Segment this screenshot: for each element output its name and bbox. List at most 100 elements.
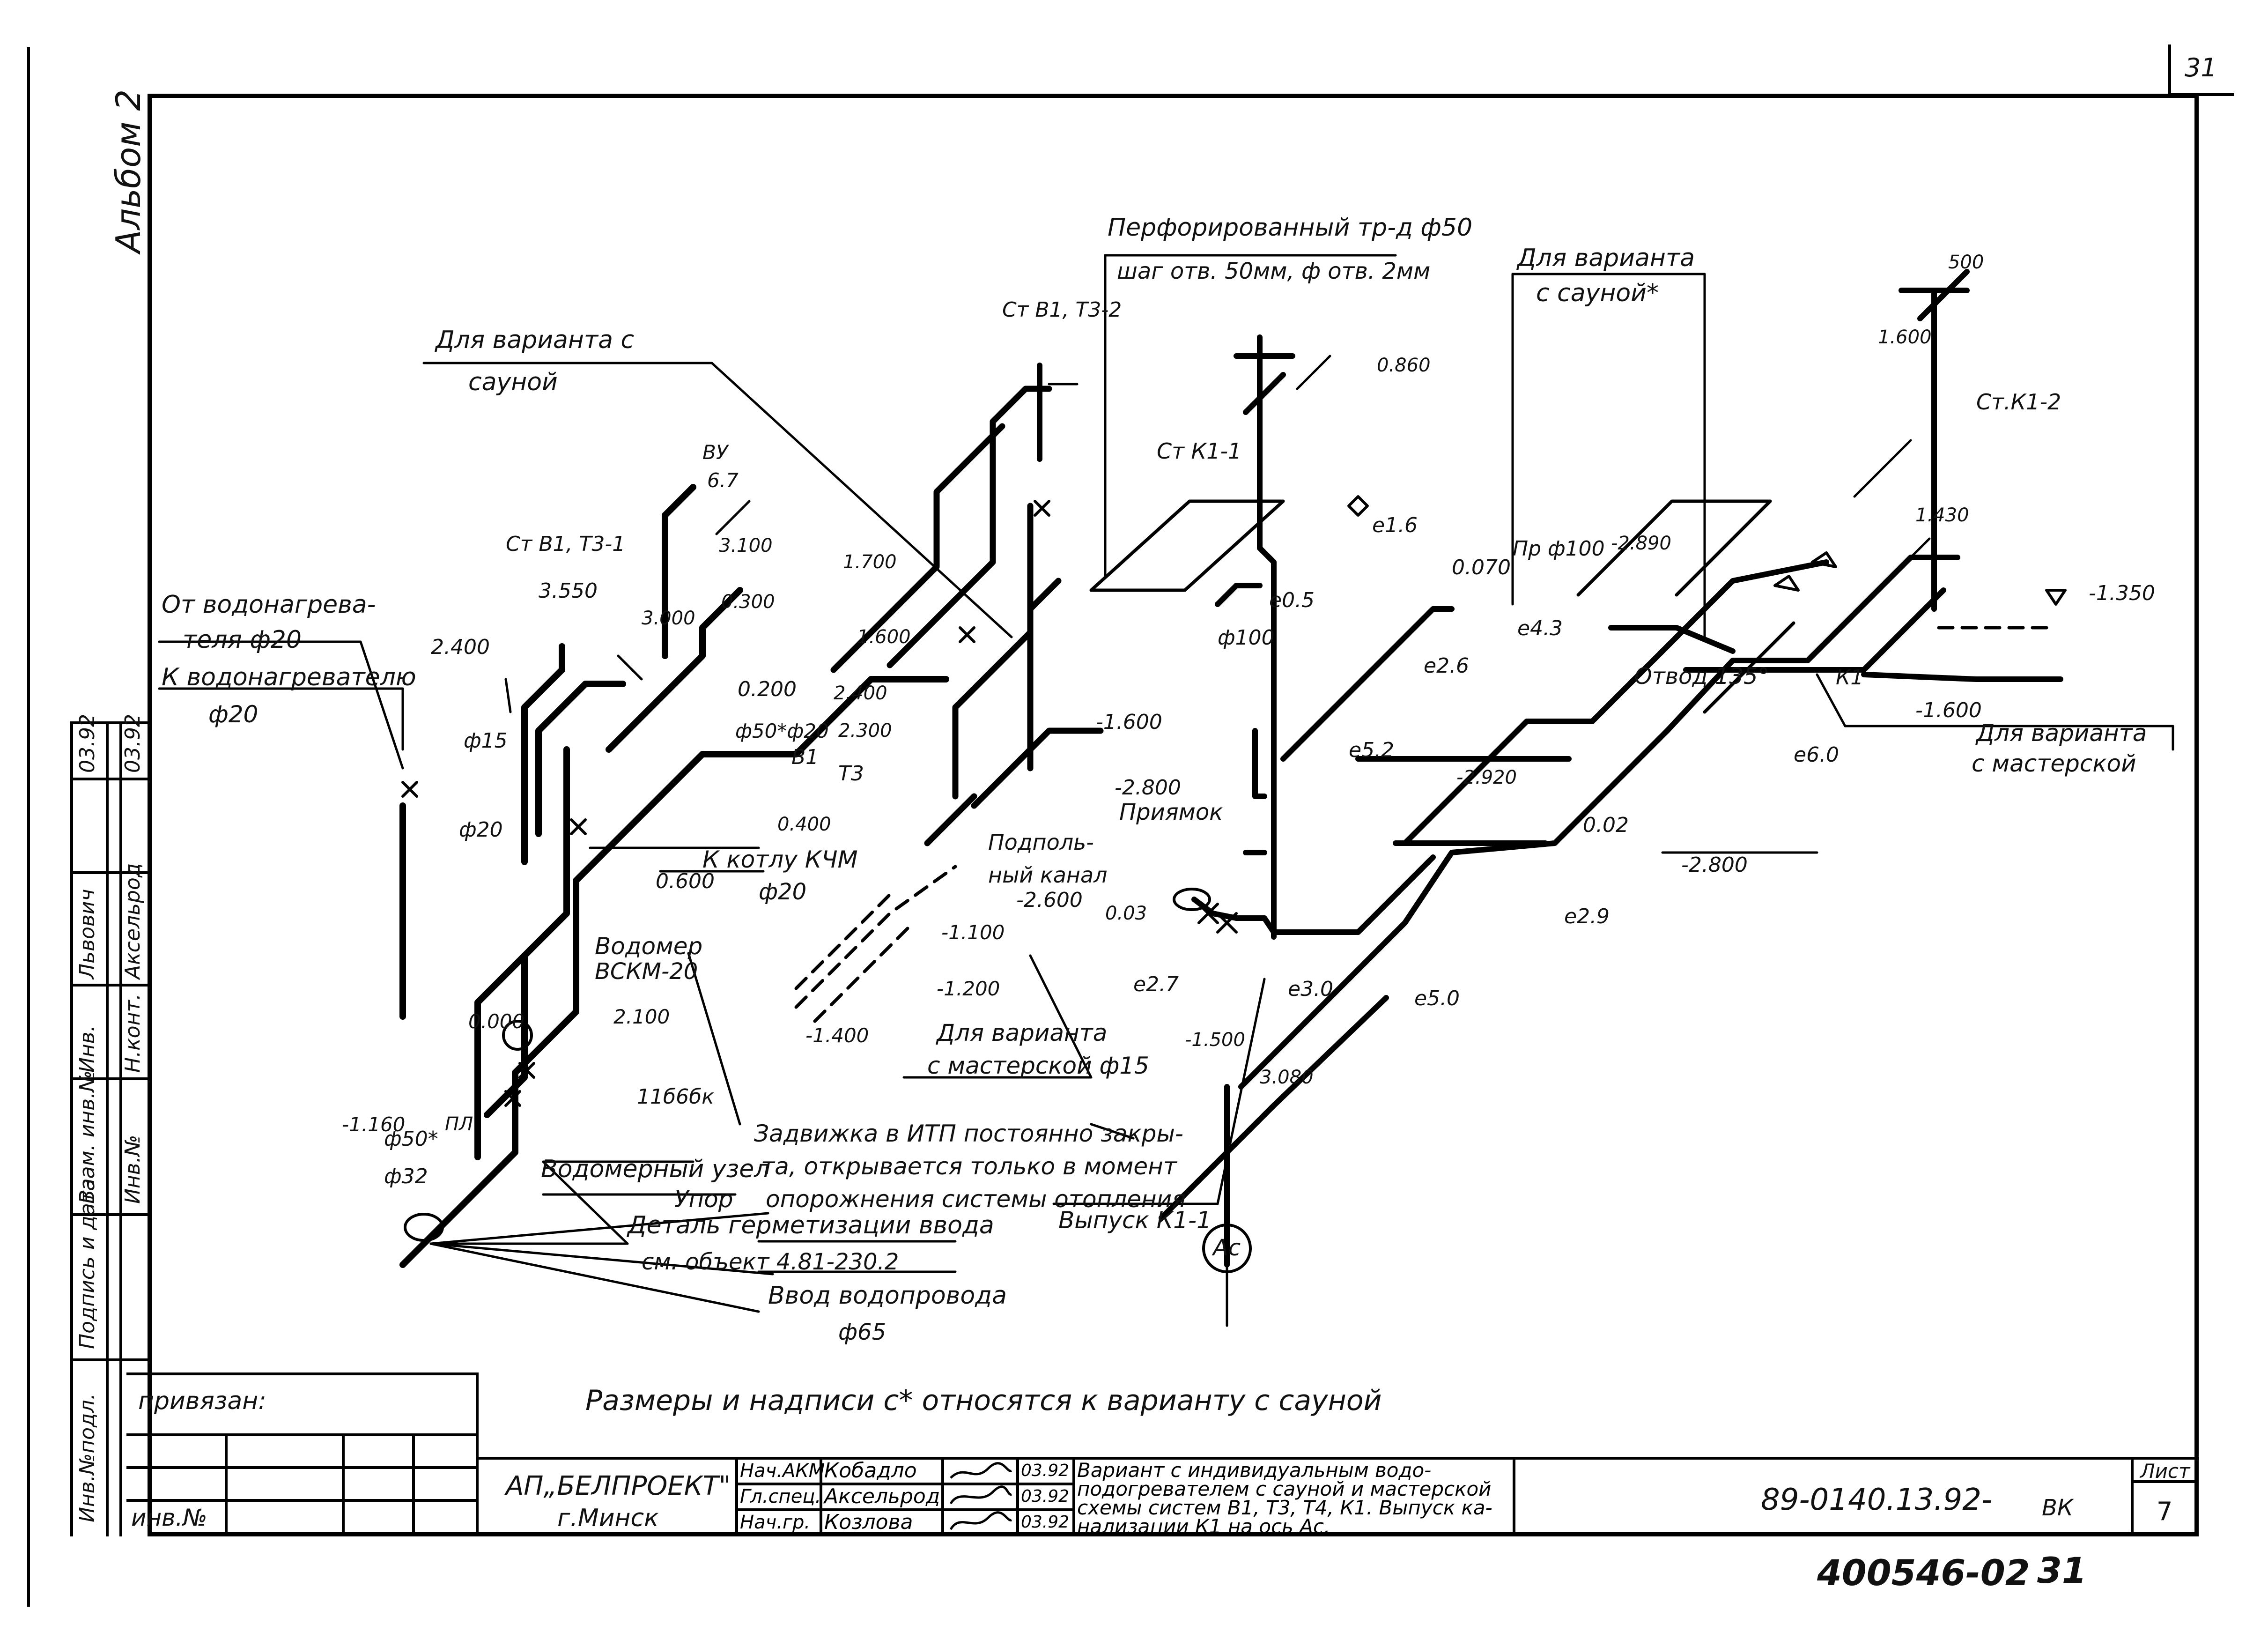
- pipe-b1-t3-left: [399, 484, 949, 1268]
- label-0200: 0.200: [738, 677, 797, 701]
- channel-label-2: ный канал: [988, 862, 1108, 888]
- to-boiler: К котлу КЧМ: [702, 846, 858, 873]
- title-role-3: Нач.гр.: [740, 1512, 811, 1533]
- label-e16: е1.6: [1372, 513, 1418, 537]
- label-2100: 2.100: [613, 1005, 670, 1028]
- label-otvod-135: Отвод 135°: [1634, 663, 1769, 690]
- title-name-2: Аксельрод: [824, 1484, 940, 1508]
- label-m1350: -1.350: [2089, 581, 2155, 605]
- label-e30: е3.0: [1288, 977, 1334, 1001]
- label-3550-left: 3.550: [539, 579, 598, 603]
- title-desc-1: Вариант с индивидуальным водо-: [1077, 1459, 1432, 1482]
- label-e26: е2.6: [1424, 654, 1470, 678]
- top-sheet-number: 31: [2185, 53, 2217, 82]
- label-0600: 0.600: [656, 869, 715, 893]
- top-sheet-number-box: [2168, 45, 2234, 96]
- stop-label: Упор: [674, 1186, 733, 1213]
- label-1600: 1.600: [857, 626, 911, 648]
- variant-sauna-left-2: сауной: [468, 368, 558, 396]
- intake-diameter: ф65: [838, 1319, 887, 1345]
- pipe-k1-main: [1159, 545, 2063, 1268]
- vodomer-node: Водомерный узел: [541, 1155, 770, 1183]
- to-boiler-d: ф20: [759, 879, 807, 905]
- label-0400: 0.400: [777, 814, 831, 835]
- title-date-1: 03.92: [1021, 1461, 1070, 1480]
- to-heater: К водонагревателю: [162, 663, 416, 691]
- label-pl: ПЛ: [445, 1113, 473, 1135]
- label-m1600-right: -1.600: [1915, 698, 1982, 722]
- axis-ac-label: Ас: [1213, 1235, 1241, 1261]
- binding-label: привязан:: [138, 1387, 266, 1415]
- drawing-code: 89-0140.13.92-: [1761, 1483, 1993, 1517]
- sheet-label: Лист: [2140, 1460, 2190, 1483]
- label-m2800-center: -2.800: [1115, 776, 1181, 800]
- label-m1500: -1.500: [1185, 1029, 1245, 1051]
- label-0860: 0.860: [1377, 355, 1431, 376]
- title-name-3: Козлова: [824, 1510, 913, 1534]
- perforated-label-1: Перфорированный тр-д ф50: [1108, 214, 1473, 242]
- title-city: г.Минск: [557, 1504, 659, 1532]
- label-e27: е2.7: [1133, 972, 1179, 996]
- variant-sauna-left-1: Для варианта с: [436, 326, 635, 354]
- label-m2800-right: -2.800: [1681, 853, 1748, 877]
- drawing-frame: [148, 94, 2199, 1536]
- workshop-label-1: Для варианта: [937, 1019, 1108, 1046]
- intake-label: Ввод водопровода: [768, 1282, 1007, 1310]
- label-67: 6.7: [707, 469, 739, 492]
- leader-lines: [158, 254, 2174, 1327]
- label-0000: 0.000: [468, 1010, 525, 1033]
- label-e29: е2.9: [1564, 905, 1610, 928]
- label-m1400: -1.400: [805, 1024, 869, 1047]
- elevation-marks: [504, 355, 1931, 713]
- intake-fitting: [404, 1213, 444, 1242]
- label-k1: К1: [1836, 666, 1864, 690]
- label-d32: ф32: [384, 1165, 428, 1188]
- channel-label-1: Подполь-: [988, 830, 1094, 855]
- title-date-3: 03.92: [1021, 1513, 1070, 1532]
- label-m2890: -2.890: [1611, 533, 1671, 554]
- sheet-value: 7: [2157, 1497, 2173, 1526]
- label-500: 500: [1948, 252, 1984, 273]
- label-2300: 2.300: [838, 720, 892, 742]
- label-m2600: -2.600: [1016, 888, 1083, 912]
- label-11b6bk-a: 11б6бк: [637, 1085, 714, 1109]
- title-org: АП„БЕЛПРОЕКТ": [506, 1471, 731, 1501]
- label-d50-d20: ф50*ф20: [735, 720, 829, 742]
- archive-number: 400546-02: [1817, 1552, 2030, 1594]
- label-t3: Т3: [838, 762, 864, 786]
- archive-sheet: 31: [2037, 1550, 2087, 1591]
- workshop-right-1: Для варианта: [1976, 720, 2147, 747]
- title-desc-3: схемы систем В1, Т3, Т4, К1. Выпуск ка-: [1077, 1496, 1492, 1519]
- pipe-b1-t3-center: [830, 386, 1104, 846]
- detail-label-2: см. объект 4.81-230.2: [642, 1249, 899, 1275]
- riser-b1-t3-1: Ст В1, Т3-1: [506, 532, 626, 556]
- variant-note: Размеры и надписи с* относятся к вариант…: [585, 1384, 1382, 1417]
- label-0070: 0.070: [1452, 556, 1511, 579]
- label-pr-d100: Пр ф100: [1513, 537, 1605, 561]
- valve-note-2: та, открывается только в момент: [761, 1153, 1177, 1180]
- label-e43: е4.3: [1517, 616, 1563, 640]
- vodomer-1: Водомер: [595, 933, 703, 960]
- pit-symbol: [1173, 888, 1211, 911]
- title-desc-2: подогревателем с сауной и мастерской: [1077, 1477, 1492, 1500]
- platform-outline: [1089, 499, 1795, 714]
- riser-k1-2: Ст.К1-2: [1976, 389, 2061, 415]
- label-3080: 3.080: [1260, 1067, 1314, 1088]
- fittings: [401, 495, 2067, 1107]
- outlet-label: Выпуск К1-1: [1058, 1207, 1212, 1234]
- label-m1600-center: -1.600: [1096, 710, 1162, 734]
- label-d100-a: ф100: [1218, 626, 1275, 650]
- workshop-label-2: с мастерской ф15: [927, 1052, 1149, 1079]
- label-2400-left: 2.400: [431, 635, 490, 659]
- variant-sauna-right-2: с сауной*: [1536, 279, 1659, 307]
- label-e60: е6.0: [1794, 743, 1840, 767]
- variant-sauna-right-1: Для варианта: [1517, 244, 1695, 272]
- drawing-code-suffix: ВК: [2042, 1495, 2074, 1521]
- label-0300: 0.300: [721, 591, 775, 613]
- label-b1: В1: [791, 745, 819, 769]
- valve-note-3: опорожнения системы отопления: [766, 1186, 1186, 1213]
- label-3100: 3.100: [719, 535, 773, 556]
- from-heater-2: теля ф20: [183, 626, 302, 654]
- title-role-1: Нач.АКМ: [740, 1460, 825, 1482]
